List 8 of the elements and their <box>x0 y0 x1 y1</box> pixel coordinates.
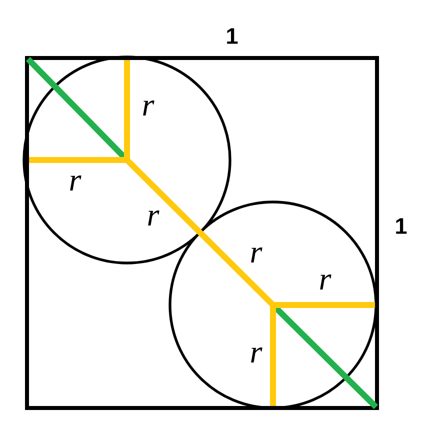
radius-label: r <box>70 175 82 191</box>
radius-label: r <box>148 210 160 226</box>
radius-label: r <box>251 347 262 363</box>
radius-label: r <box>143 100 154 116</box>
side-length-label: 1 <box>396 218 407 234</box>
radius-label: r <box>251 247 262 263</box>
radius-label: r <box>320 274 332 290</box>
side-length-label: 1 <box>227 28 238 44</box>
